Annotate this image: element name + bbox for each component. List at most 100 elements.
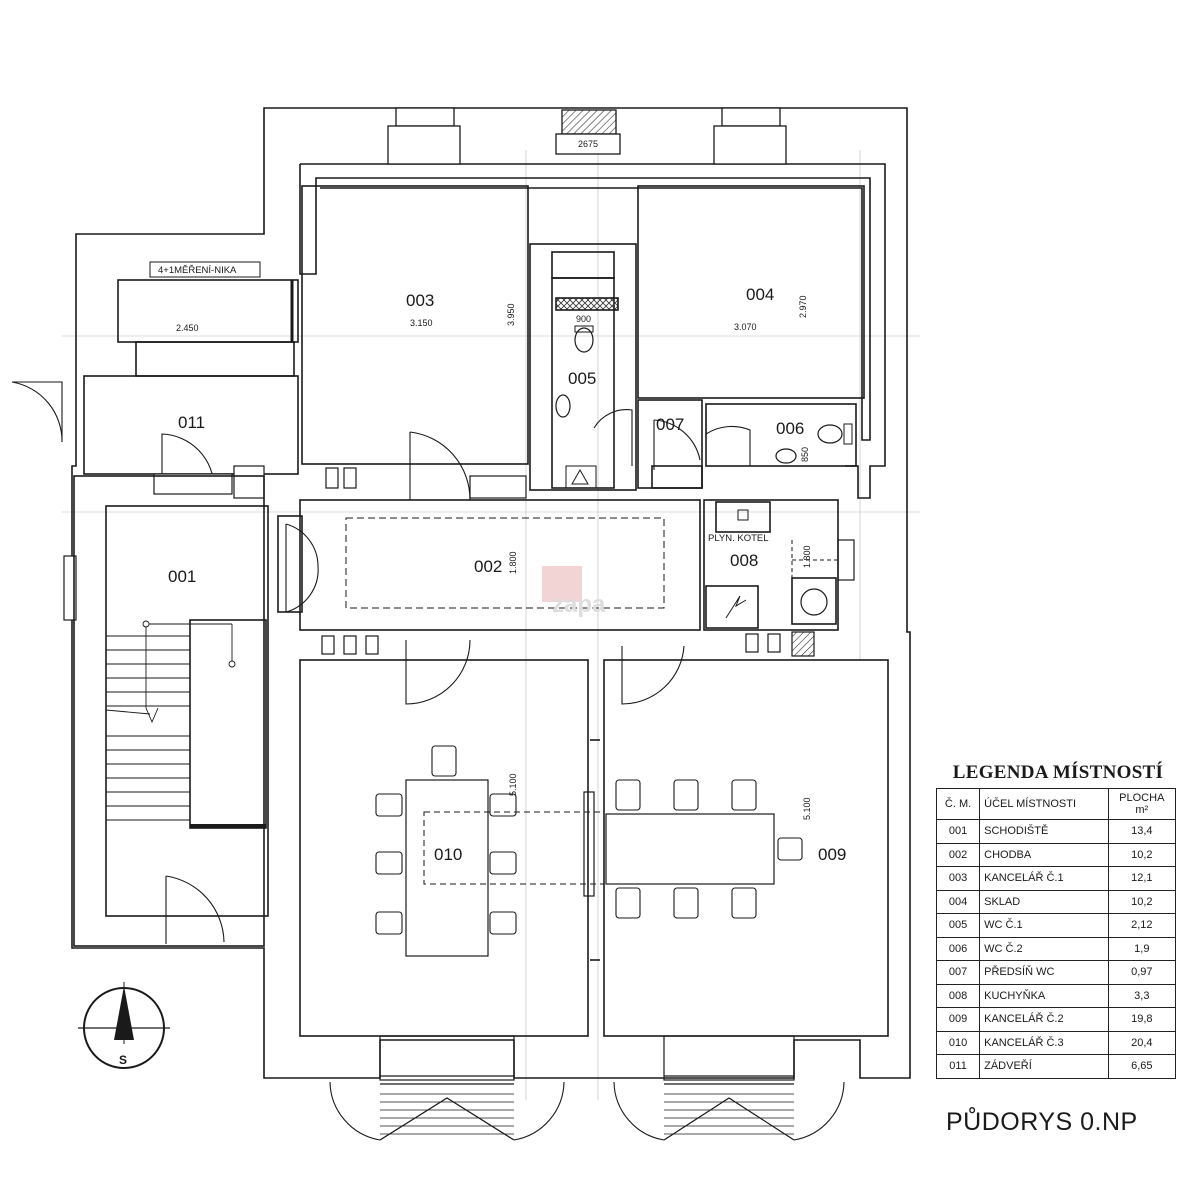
room-number-007: 007: [656, 415, 684, 434]
boiler-flue-icon: [725, 595, 747, 619]
room-006-007-walls: [637, 399, 857, 489]
legend-cell-num: 007: [935, 960, 981, 985]
legend-cell-area: 13,4: [1107, 819, 1177, 844]
dimension-2970: 2.970: [798, 295, 808, 318]
dimension-900: 900: [576, 314, 591, 324]
room-011-walls: [83, 279, 299, 475]
watermark-text: zapa: [552, 591, 606, 618]
legend-cell-area: 20,4: [1107, 1030, 1177, 1055]
dimension-850: 850: [800, 447, 810, 462]
legend-cell-use: KANCELÁŘ Č.2: [979, 1007, 1109, 1032]
bay-windows: [379, 1035, 795, 1141]
niche-label-box: [149, 261, 261, 278]
room-number-004: 004: [746, 285, 774, 304]
legend-cell-area: 10,2: [1107, 842, 1177, 867]
room-number-008: 008: [730, 551, 758, 570]
table-row: 003 KANCELÁŘ Č.1 12,1: [935, 866, 1177, 891]
outer-walls: [71, 107, 911, 1079]
meeting-table-010: [405, 779, 605, 957]
kitchen-sink-icon: [800, 588, 828, 616]
legend-cell-area: 2,12: [1107, 913, 1177, 938]
table-row: 005 WC Č.1 2,12: [935, 913, 1177, 938]
legend-cell-num: 004: [935, 889, 981, 914]
legend-table: Č. M. ÚČEL MÍSTNOSTI PLOCHA m² 001 SCHOD…: [935, 788, 1177, 1079]
room-005-walls: [529, 243, 637, 491]
legend-header-num: Č. M.: [935, 788, 981, 820]
watermark: zapa: [542, 566, 606, 618]
table-row: 010 KANCELÁŘ Č.3 20,4: [935, 1030, 1177, 1055]
chairs-010: [375, 745, 517, 935]
room-number-001: 001: [168, 567, 196, 586]
legend-cell-area: 0,97: [1107, 960, 1177, 985]
dimension-2675: 2675: [578, 139, 598, 149]
vent-icon: [565, 465, 597, 489]
legend-cell-num: 005: [935, 913, 981, 938]
table-row: 001 SCHODIŠTĚ 13,4: [935, 819, 1177, 844]
legend-cell-use: PŘEDSÍŇ WC: [979, 960, 1109, 985]
room-number-005: 005: [568, 369, 596, 388]
legend-cell-area: 19,8: [1107, 1007, 1177, 1032]
sink-icon: [555, 394, 571, 418]
legend-cell-num: 002: [935, 842, 981, 867]
room-number-010: 010: [434, 845, 462, 864]
dimension-3950: 3.950: [506, 303, 516, 326]
table-row: 004 SKLAD 10,2: [935, 889, 1177, 914]
table-row: 009 KANCELÁŘ Č.2 19,8: [935, 1007, 1177, 1032]
legend-cell-use: WC Č.1: [979, 913, 1109, 938]
legend-cell-num: 010: [935, 1030, 981, 1055]
dimension-3150: 3.150: [410, 318, 433, 328]
legend-cell-area: 10,2: [1107, 889, 1177, 914]
exterior-steps: [380, 1093, 794, 1135]
table-row: 007 PŘEDSÍŇ WC 0,97: [935, 960, 1177, 985]
toilet-006-icon: [817, 424, 843, 444]
legend-cell-num: 001: [935, 819, 981, 844]
room-008-walls: [703, 499, 839, 631]
room-number-003: 003: [406, 291, 434, 310]
room-002-walls: [277, 499, 701, 631]
legend-cell-num: 003: [935, 866, 981, 891]
wall-stubs: [63, 465, 855, 657]
room-number-006: 006: [776, 419, 804, 438]
legend-cell-use: SKLAD: [979, 889, 1109, 914]
legend-cell-use: KANCELÁŘ Č.3: [979, 1030, 1109, 1055]
chairs-009: [615, 779, 803, 919]
dimension-2450: 2.450: [176, 323, 199, 333]
compass-icon: S: [78, 982, 170, 1069]
table-row: 011 ZÁDVEŘÍ 6,65: [935, 1054, 1177, 1079]
meeting-table-009: [583, 791, 775, 897]
legend-cell-use: KANCELÁŘ Č.1: [979, 866, 1109, 891]
north-windows: [387, 107, 787, 165]
dimension-3070: 3.070: [734, 322, 757, 332]
dimension-1800-corridor: 1.800: [508, 551, 518, 574]
legend-cell-use: WC Č.2: [979, 936, 1109, 961]
compass-label: S: [119, 1053, 127, 1067]
legend-cell-num: 009: [935, 1007, 981, 1032]
dimension-5100-010: 5.100: [508, 773, 518, 796]
room-legend: LEGENDA MÍSTNOSTÍ Č. M. ÚČEL MÍSTNOSTI P…: [935, 758, 1177, 1079]
plan-title: PŮDORYS 0.NP: [946, 1108, 1138, 1136]
legend-header-row: Č. M. ÚČEL MÍSTNOSTI PLOCHA m²: [935, 788, 1177, 820]
boiler-label: PLYN. KOTEL: [708, 533, 769, 544]
room-number-011: 011: [178, 413, 205, 432]
table-row: 006 WC Č.2 1,9: [935, 936, 1177, 961]
room-001-walls: [73, 475, 269, 947]
legend-cell-area: 1,9: [1107, 936, 1177, 961]
toilet-006-tank-icon: [843, 423, 853, 445]
legend-cell-use: CHODBA: [979, 842, 1109, 867]
toilet-icon: [574, 327, 594, 353]
legend-cell-use: ZÁDVEŘÍ: [979, 1054, 1109, 1079]
stove-icon: [737, 509, 749, 521]
room-number-002: 002: [474, 557, 502, 576]
toilet-tank-icon: [574, 325, 594, 333]
legend-cell-num: 011: [935, 1054, 981, 1079]
room-number-009: 009: [818, 845, 846, 864]
legend-cell-use: KUCHYŇKA: [979, 983, 1109, 1008]
vent-arrow-icon: [571, 468, 589, 485]
legend-cell-use: SCHODIŠTĚ: [979, 819, 1109, 844]
legend-cell-area: 12,1: [1107, 866, 1177, 891]
legend-cell-num: 008: [935, 983, 981, 1008]
table-row: 008 KUCHYŇKA 3,3: [935, 983, 1177, 1008]
sink-006-icon: [775, 448, 797, 464]
